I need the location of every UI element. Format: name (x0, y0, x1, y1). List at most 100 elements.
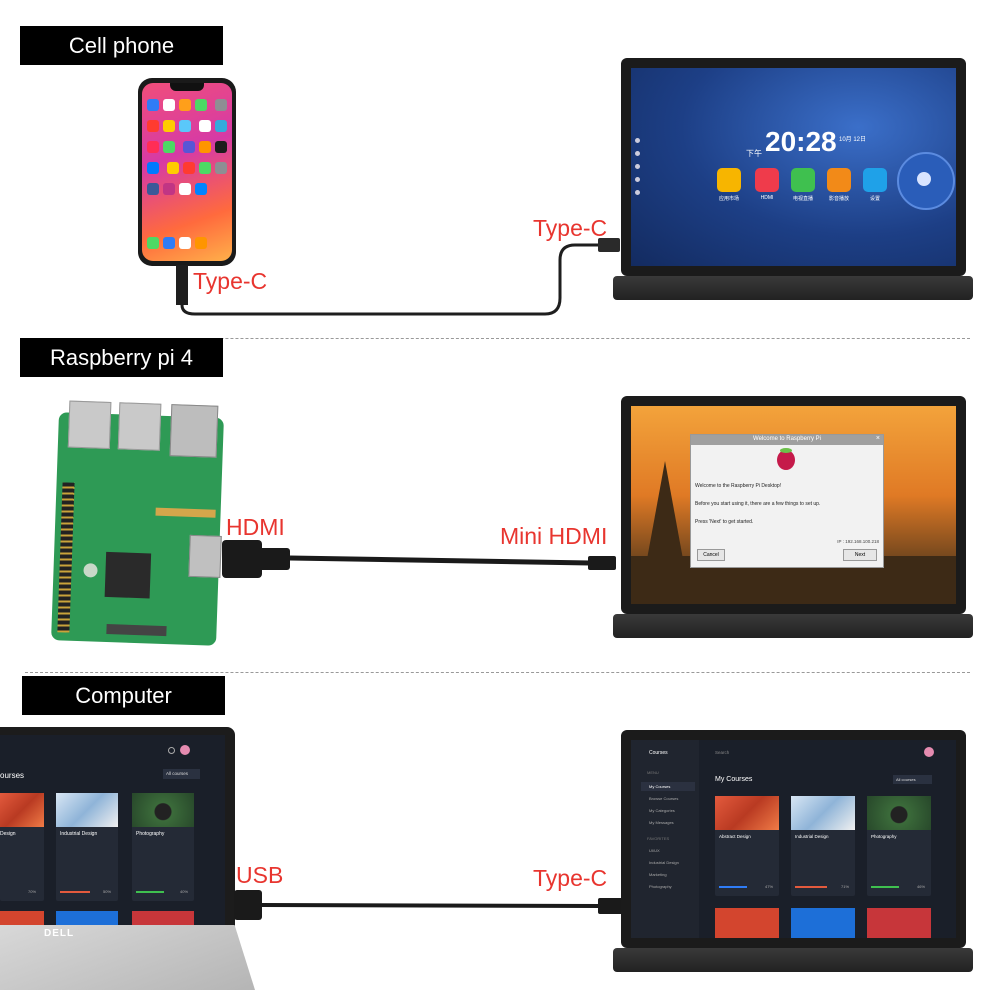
section-label-raspberry-pi: Raspberry pi 4 (20, 338, 223, 377)
monitor3-card-title-0: Abstract Design (719, 834, 751, 839)
monitor3-card-progress-2 (871, 886, 899, 888)
laptop-row2-thumb-1 (56, 911, 118, 925)
laptop-card-title-1: Industrial Design (60, 831, 98, 837)
dialog-ip: IP : 192.168.100.218 (837, 539, 879, 544)
portable-monitor-3: Courses Search MENU My Courses Browse Co… (621, 730, 966, 948)
raspberry-leaf-icon (780, 448, 792, 453)
welcome-dialog: Welcome to Raspberry Pi × Welcome to the… (690, 434, 884, 568)
monitor1-app-tile-2[interactable] (791, 168, 815, 192)
dialog-title: Welcome to Raspberry Pi (753, 436, 821, 442)
monitor1-wheel-center[interactable] (917, 172, 931, 186)
monitor3-card-title-2: Photography (871, 834, 897, 839)
laptop-card-progress-1 (60, 891, 90, 893)
laptop-keyboard-base (0, 925, 255, 990)
monitor3-row2-thumb-2 (867, 908, 931, 938)
dialog-line1: Before you start using it, there are a f… (695, 501, 821, 507)
raspberry-pi-logo-icon (777, 450, 795, 470)
monitor3-fav-header: FAVORITES (647, 836, 670, 841)
laptop-brand: DELL (44, 928, 75, 939)
divider-1 (25, 338, 970, 339)
monitor1-stand (613, 276, 973, 300)
monitor3-stand (613, 948, 973, 972)
monitor3-menu-item-0[interactable]: My Courses (641, 782, 695, 791)
laptop-card-progress-2 (136, 891, 164, 893)
phone-screen (142, 83, 232, 261)
cell-phone (138, 78, 236, 266)
label-computer-usb: USB (236, 862, 284, 888)
monitor3-fav-0[interactable]: UI/UX (649, 848, 660, 853)
monitor3-card-progress-1 (795, 886, 827, 888)
monitor3-card-pct-2: 46% (917, 884, 926, 889)
monitor3-fav-2[interactable]: Marketing (649, 872, 667, 877)
phone-dock (145, 235, 232, 256)
monitor3-avatar[interactable] (924, 747, 934, 757)
portable-monitor-2: Welcome to Raspberry Pi × Welcome to the… (621, 396, 966, 614)
monitor1-ampm: 下午 (746, 149, 762, 158)
monitor1-screen: 下午 20:28 10月 12日 应用市场 HDMI 电视直播 影音播放 设置 (631, 68, 956, 266)
monitor1-app-tile-1[interactable] (755, 168, 779, 192)
monitor3-menu-item-2[interactable]: My Categories (649, 808, 675, 813)
monitor3-fav-3[interactable]: Photography (649, 884, 672, 889)
monitor2-stand (613, 614, 973, 638)
label-monitor1-type-c: Type-C (533, 215, 608, 241)
monitor3-card-1[interactable] (791, 796, 855, 896)
laptop-search-icon[interactable] (168, 747, 175, 754)
monitor1-app-tile-4[interactable] (863, 168, 887, 192)
monitor1-app-label-1: HDMI (760, 195, 774, 201)
laptop-card-pct-2: 40% (180, 889, 189, 894)
monitor1-app-label-4: 设置 (869, 196, 880, 202)
dialog-cancel-button[interactable]: Cancel (697, 549, 725, 561)
monitor3-menu-header: MENU (647, 770, 659, 775)
laptop-row2-thumb-2 (132, 911, 194, 925)
laptop-card-1[interactable] (56, 793, 118, 901)
laptop-card-title-0: Design (0, 831, 16, 837)
section-label-computer: Computer (22, 676, 225, 715)
monitor3-row2-thumb-0 (715, 908, 779, 938)
label-phone-type-c: Type-C (193, 268, 268, 294)
dialog-close-icon[interactable]: × (875, 435, 880, 442)
monitor1-app-tile-3[interactable] (827, 168, 851, 192)
laptop-avatar[interactable] (180, 745, 190, 755)
laptop-row2-thumb-0 (0, 911, 44, 925)
monitor1-clock: 20:28 (765, 126, 837, 157)
monitor3-filter[interactable]: All courses (893, 775, 932, 784)
monitor1-app-tile-0[interactable] (717, 168, 741, 192)
laptop-heading: ourses (0, 771, 25, 780)
monitor3-card-2[interactable] (867, 796, 931, 896)
laptop-card-2[interactable] (132, 793, 194, 901)
monitor3-menu-item-1[interactable]: Browse Courses (649, 796, 679, 801)
monitor1-app-label-0: 应用市场 (718, 196, 739, 202)
monitor3-search[interactable]: Search (715, 750, 730, 755)
monitor3-card-0[interactable] (715, 796, 779, 896)
monitor1-sidebar (635, 138, 641, 238)
laptop-card-pct-0: 70% (28, 889, 37, 894)
monitor3-menu-item-3[interactable]: My Messages (649, 820, 674, 825)
phone-app-grid (145, 97, 232, 202)
monitor3-heading: My Courses (715, 776, 753, 783)
dialog-next-button[interactable]: Next (843, 549, 877, 561)
monitor3-app-name: Courses (649, 750, 668, 756)
laptop-card-0[interactable] (0, 793, 44, 901)
divider-2 (25, 672, 970, 673)
monitor3-card-title-1: Industrial Design (795, 834, 829, 839)
monitor1-app-label-3: 影音播放 (828, 196, 849, 202)
monitor1-app-label-2: 电视直播 (792, 196, 813, 202)
monitor3-card-pct-1: 71% (841, 884, 850, 889)
monitor3-card-pct-0: 47% (765, 884, 774, 889)
label-monitor2-mini-hdmi: Mini HDMI (500, 523, 608, 549)
laptop-screen: ourses All courses Design 70% Industrial… (0, 735, 225, 925)
dialog-line2: Press 'Next' to get started. (695, 519, 754, 525)
section-label-cell-phone: Cell phone (20, 26, 223, 65)
laptop-filter[interactable]: All courses (163, 769, 200, 779)
phone-notch (170, 83, 204, 91)
laptop-card-title-2: Photography (136, 831, 165, 837)
monitor3-fav-1[interactable]: Industrial Design (649, 860, 679, 865)
monitor3-screen: Courses Search MENU My Courses Browse Co… (631, 740, 956, 938)
dialog-welcome-text: Welcome to the Raspberry Pi Desktop! (695, 483, 782, 489)
monitor3-row2-thumb-1 (791, 908, 855, 938)
monitor2-screen: Welcome to Raspberry Pi × Welcome to the… (631, 406, 956, 604)
laptop: ourses All courses Design 70% Industrial… (0, 727, 235, 937)
